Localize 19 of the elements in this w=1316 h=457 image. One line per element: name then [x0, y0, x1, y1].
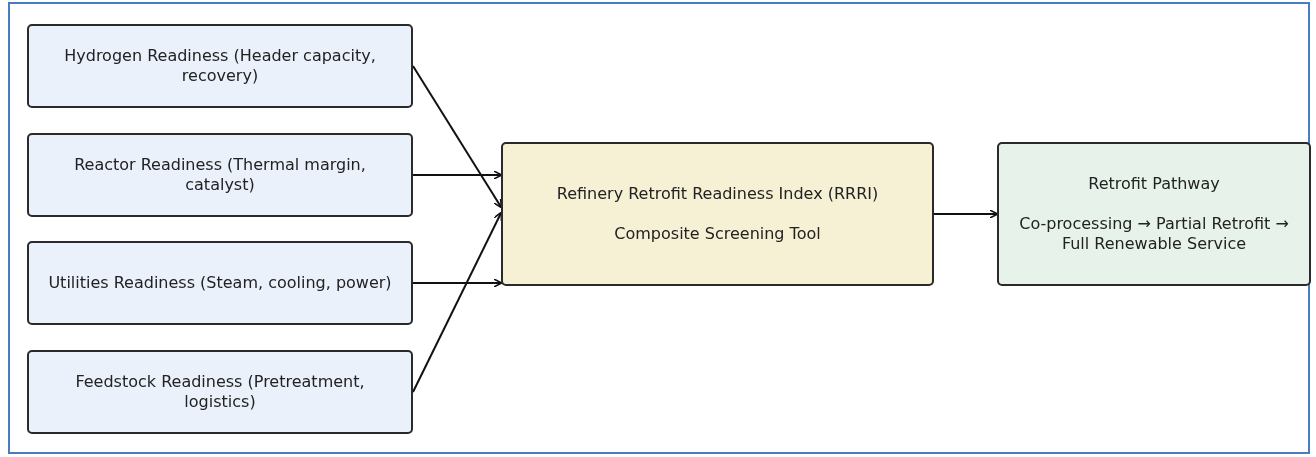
input-box — [27, 350, 413, 434]
node-detail: Composite Screening Tool — [614, 224, 821, 244]
node-title: Reactor Readiness (Thermal margin, catalyst) — [73, 155, 367, 195]
node-title: Feedstock Readiness (Pretreatment, logistics) — [74, 372, 366, 412]
output-box — [997, 142, 1311, 286]
arrow — [412, 65, 503, 209]
arrow — [933, 209, 999, 219]
arrow — [412, 211, 503, 393]
arrow — [412, 278, 503, 288]
input-box — [27, 24, 413, 108]
arrow — [412, 170, 503, 180]
input-box — [27, 133, 413, 217]
node-title: Utilities Readiness (Steam, cooling, power) — [48, 273, 392, 293]
node-detail: Co-processing → Partial Retrofit → Full Renewable Service — [1018, 214, 1290, 254]
node-title: Refinery Retrofit Readiness Index (RRRI) — [556, 184, 879, 204]
index-box — [501, 142, 934, 286]
node-title: Retrofit Pathway — [1088, 174, 1220, 194]
node-title: Hydrogen Readiness (Header capacity, recovery) — [63, 46, 377, 86]
input-box — [27, 241, 413, 325]
